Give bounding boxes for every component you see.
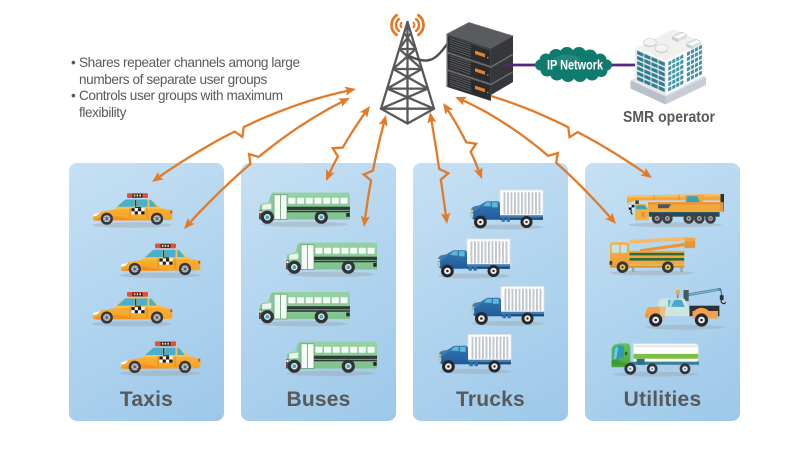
svg-text:SMR operator: SMR operator — [623, 109, 715, 126]
svg-text:IP Network: IP Network — [547, 58, 603, 73]
